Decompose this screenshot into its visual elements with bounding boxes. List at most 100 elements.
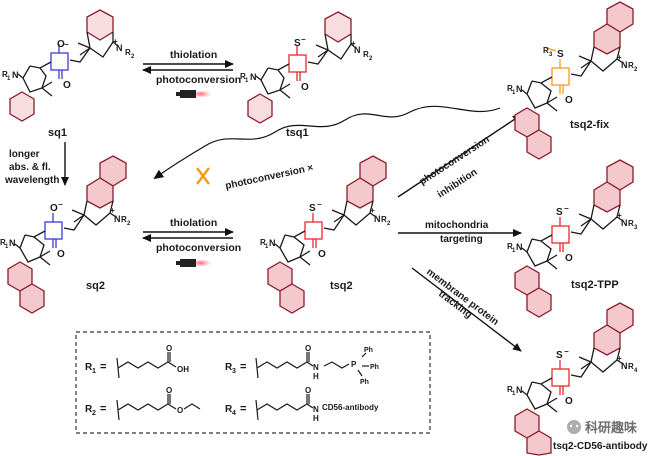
svg-text:1: 1 [512, 391, 516, 397]
svg-text:O: O [50, 203, 58, 214]
svg-text:N: N [516, 84, 523, 94]
svg-text:R: R [85, 404, 93, 415]
svg-text:+: + [110, 206, 115, 215]
svg-text:Ph: Ph [370, 364, 379, 371]
label-tsq2-cd56: tsq2-CD56-antibody [553, 441, 648, 452]
svg-text:N: N [269, 238, 276, 248]
svg-text:4: 4 [634, 368, 638, 374]
svg-text:=: = [100, 403, 106, 415]
svg-text:O: O [565, 95, 573, 106]
compound-tsq2-fix [514, 1, 634, 160]
svg-text:−: − [564, 204, 569, 213]
r-group: R [125, 48, 131, 57]
equilibrium-top [142, 60, 234, 74]
equilibrium-mid [142, 228, 234, 242]
svg-text:N: N [374, 214, 381, 224]
svg-text:R: R [363, 50, 369, 59]
svg-text:O: O [177, 406, 183, 415]
benzene-ring [9, 91, 35, 122]
label-photoconversion-blocked: photoconversion × [224, 162, 314, 191]
svg-text:1: 1 [7, 76, 11, 82]
label-mitochondria: mitochondria [425, 220, 489, 231]
svg-text:2: 2 [634, 67, 638, 73]
svg-text:=: = [100, 361, 106, 373]
svg-text:R: R [507, 385, 513, 394]
laser-icon [176, 90, 212, 98]
svg-text:=: = [240, 361, 246, 373]
svg-text:2: 2 [92, 410, 96, 417]
svg-text:+: + [617, 53, 622, 62]
svg-text:P: P [351, 360, 357, 369]
label-longer: longer [9, 149, 40, 160]
label-abs-fl: abs. & fl. [9, 162, 51, 173]
atom-o: O [63, 80, 71, 91]
svg-text:Ph: Ph [360, 379, 369, 386]
svg-text:2: 2 [369, 56, 373, 62]
svg-text:R: R [225, 362, 233, 373]
cd56-antibody-label: CD56-antibody [322, 403, 379, 412]
svg-text:N: N [313, 363, 319, 372]
legend-r4: R 4 = O N H CD56-antibody [225, 386, 379, 423]
atom-n: N [12, 70, 19, 80]
svg-text:3: 3 [549, 52, 553, 58]
svg-text:R: R [628, 61, 634, 70]
blocked-cross-icon [196, 167, 210, 185]
svg-text:R: R [543, 46, 549, 55]
svg-text:N: N [9, 238, 16, 248]
r-group: R [2, 70, 8, 79]
svg-text:R: R [225, 404, 233, 415]
svg-text:photoconversion: photoconversion [156, 242, 241, 254]
atom-n: N [116, 43, 123, 53]
svg-text:thiolation: thiolation [170, 217, 217, 229]
svg-text:+: + [617, 354, 622, 363]
svg-text:O: O [305, 344, 311, 353]
compound-tsq2-tpp [514, 159, 634, 318]
wechat-icon [567, 420, 581, 434]
label-tsq2-tpp: tsq2-TPP [571, 279, 619, 291]
svg-text:N: N [621, 361, 628, 371]
svg-text:R: R [240, 72, 246, 81]
legend-r3: R 3 = O N H P Ph Ph Ph [225, 344, 379, 386]
svg-text:1: 1 [512, 90, 516, 96]
svg-text:3: 3 [232, 368, 236, 375]
svg-text:R: R [121, 215, 127, 224]
legend-r2: R 2 = O O [85, 386, 201, 421]
svg-text:−: − [564, 347, 569, 356]
svg-text:1: 1 [512, 248, 516, 254]
svg-text:O: O [565, 253, 573, 264]
squaraine-core [50, 52, 69, 71]
svg-text:H: H [313, 372, 319, 381]
arrow-to-cd56 [411, 267, 522, 352]
svg-text:S: S [556, 350, 563, 361]
compound-sq2 [7, 155, 127, 314]
benzene-ring [86, 9, 114, 41]
svg-text:H: H [313, 414, 319, 423]
svg-text:O: O [57, 249, 65, 260]
charge-minus: − [301, 35, 306, 44]
legend-r1: R 1 = O OH [85, 344, 189, 379]
label-wavelength: wavelength [4, 175, 59, 186]
compound-sq1 [9, 9, 119, 122]
compound-tsq2 [267, 155, 387, 314]
label-sq2: sq2 [86, 280, 105, 292]
svg-text:O: O [305, 386, 311, 395]
wavy-arrow [153, 105, 501, 180]
svg-text:+: + [370, 206, 375, 215]
svg-text:O: O [166, 386, 172, 395]
label-targeting: targeting [440, 234, 483, 245]
svg-text:N: N [621, 218, 628, 228]
svg-text:R: R [628, 362, 634, 371]
charge-plus: + [113, 37, 118, 46]
svg-text:3: 3 [634, 225, 638, 231]
svg-text:S: S [556, 207, 563, 218]
svg-text:N: N [621, 60, 628, 70]
label-sq1: sq1 [48, 127, 67, 139]
svg-text:R: R [507, 242, 513, 251]
svg-text:R: R [260, 238, 266, 247]
svg-text:=: = [240, 403, 246, 415]
svg-text:S: S [309, 203, 316, 214]
svg-text:R: R [628, 219, 634, 228]
svg-text:2: 2 [131, 54, 135, 60]
svg-text:+: + [617, 211, 622, 220]
